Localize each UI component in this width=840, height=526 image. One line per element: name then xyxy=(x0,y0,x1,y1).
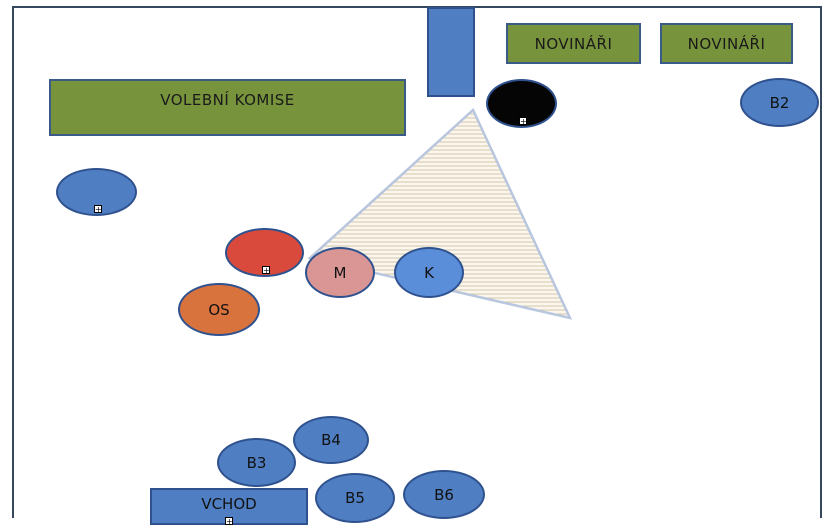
b4-figure: B4 xyxy=(293,416,369,464)
press-area-2: NOVINÁŘI xyxy=(660,23,793,64)
press-area-1-label: NOVINÁŘI xyxy=(534,34,613,53)
b5-label: B5 xyxy=(345,489,365,507)
b2-figure: B2 xyxy=(740,78,819,127)
press-area-2-label: NOVINÁŘI xyxy=(687,34,766,53)
entrance-label: VCHOD xyxy=(201,495,257,513)
plus-box-icon: + xyxy=(225,517,233,526)
election-commission-table: VOLEBNÍ KOMISE xyxy=(49,79,406,136)
os-label: OS xyxy=(208,300,230,319)
election-commission-label: VOLEBNÍ KOMISE xyxy=(160,91,295,109)
b3-figure: B3 xyxy=(217,438,296,487)
b6-figure: B6 xyxy=(403,470,485,519)
pillar xyxy=(427,7,475,97)
b2-label: B2 xyxy=(769,93,790,112)
blue-figure-left: + xyxy=(56,168,137,216)
k-figure: K xyxy=(394,247,464,298)
b6-label: B6 xyxy=(434,485,454,504)
black-figure: + xyxy=(486,79,557,128)
plus-box-icon: + xyxy=(262,266,270,275)
os-figure: OS xyxy=(178,283,260,336)
press-area-1: NOVINÁŘI xyxy=(506,23,641,64)
b4-label: B4 xyxy=(321,431,341,449)
plus-box-icon: + xyxy=(519,117,527,126)
m-figure: M xyxy=(305,247,375,298)
entrance-block: VCHOD xyxy=(150,488,308,525)
red-figure: + xyxy=(225,228,304,277)
k-label: K xyxy=(424,263,434,282)
plus-box-icon: + xyxy=(94,205,102,214)
room-frame xyxy=(12,6,822,518)
b3-label: B3 xyxy=(246,453,267,472)
m-label: M xyxy=(333,263,347,282)
b5-figure: B5 xyxy=(315,473,395,523)
